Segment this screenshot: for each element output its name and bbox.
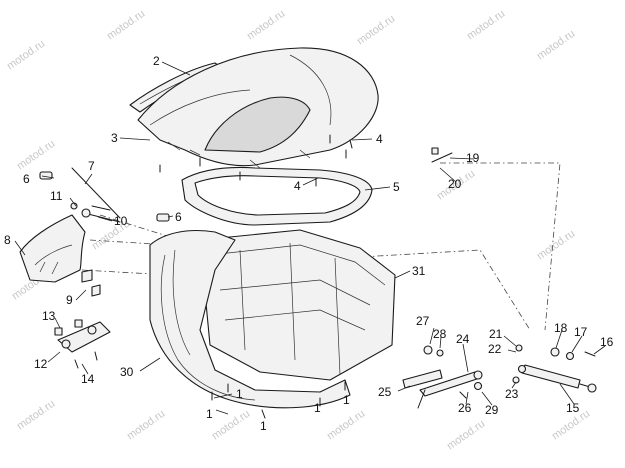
part-31-inner-frame xyxy=(199,229,396,381)
watermark: motod.ru xyxy=(445,418,487,453)
part-8-side-panel xyxy=(19,214,86,283)
callout-29: 29 xyxy=(485,403,499,417)
callout-1: 1 xyxy=(206,407,213,421)
watermark: motod.ru xyxy=(325,408,367,443)
watermark: motod.ru xyxy=(210,408,252,443)
part-5-seal-frame xyxy=(181,167,373,226)
callout-13: 13 xyxy=(42,309,56,323)
callout-3: 3 xyxy=(111,131,118,145)
callout-31: 31 xyxy=(412,264,426,278)
leader-lines xyxy=(14,61,606,415)
callout-2: 2 xyxy=(153,54,160,68)
callout-5: 5 xyxy=(393,180,400,194)
part-3-top-cover xyxy=(137,47,379,169)
watermark: motod.ru xyxy=(105,8,147,43)
watermark: motod.ru xyxy=(245,8,287,43)
hinge-arms-24-25 xyxy=(402,369,483,409)
callout-15: 15 xyxy=(566,401,580,415)
callout-26: 26 xyxy=(458,401,472,415)
callout-19: 19 xyxy=(466,151,480,165)
callout-28: 28 xyxy=(433,327,447,341)
callout-22: 22 xyxy=(488,342,502,356)
callout-labels: 2 3 4 4 5 6 6 7 8 9 10 11 12 13 14 15 16… xyxy=(4,54,614,433)
watermark: motod.ru xyxy=(355,13,397,48)
watermark: motod.ru xyxy=(5,38,47,73)
callout-11: 11 xyxy=(50,189,63,203)
callout-4: 4 xyxy=(294,179,301,193)
callout-14: 14 xyxy=(81,372,95,386)
watermark: motod.ru xyxy=(15,398,57,433)
gas-strut-15 xyxy=(512,344,597,393)
part-30-lower-shell xyxy=(149,229,351,409)
callout-18: 18 xyxy=(554,321,568,335)
callout-4: 4 xyxy=(376,132,383,146)
callout-1: 1 xyxy=(343,393,350,407)
callout-1: 1 xyxy=(236,387,243,401)
callout-24: 24 xyxy=(456,332,470,346)
watermark: motod.ru xyxy=(125,408,167,443)
callout-12: 12 xyxy=(34,357,48,371)
callout-6: 6 xyxy=(23,172,30,186)
callout-6: 6 xyxy=(175,210,182,224)
callout-16: 16 xyxy=(600,335,614,349)
watermark: motod.ru xyxy=(15,138,57,173)
callout-21: 21 xyxy=(489,327,503,341)
screws-1-4 xyxy=(159,134,353,419)
callout-1: 1 xyxy=(260,419,267,433)
callout-30: 30 xyxy=(120,365,134,379)
callout-20: 20 xyxy=(448,177,462,191)
small-hardware-left xyxy=(39,171,170,297)
fasteners-26-29 xyxy=(423,345,483,399)
callout-17: 17 xyxy=(574,325,588,339)
callout-23: 23 xyxy=(505,387,519,401)
watermark: motod.ru xyxy=(535,228,577,263)
callout-7: 7 xyxy=(88,159,95,173)
watermark: motod.ru xyxy=(535,28,577,63)
callout-1: 1 xyxy=(314,401,321,415)
callout-27: 27 xyxy=(416,314,430,328)
callout-25: 25 xyxy=(378,385,392,399)
watermark: motod.ru xyxy=(465,8,507,43)
callout-8: 8 xyxy=(4,233,11,247)
callout-10: 10 xyxy=(114,214,128,228)
callout-9: 9 xyxy=(66,293,73,307)
bracket-group-12-14 xyxy=(54,319,111,369)
part-7-rod xyxy=(71,167,121,219)
bolt-19-20 xyxy=(431,147,453,163)
